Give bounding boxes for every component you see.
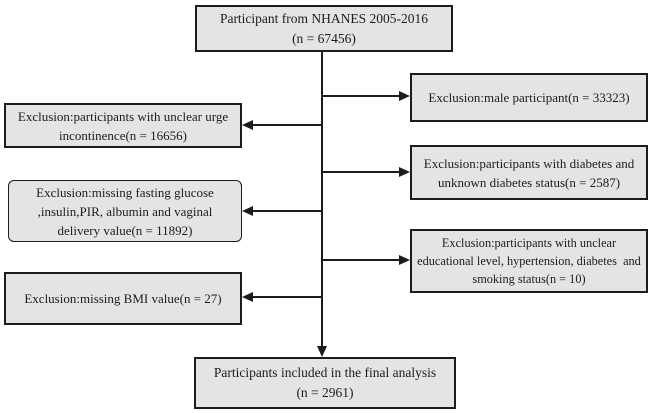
arrow-left-icon — [242, 120, 253, 130]
node-exclusion-missing-labs: Exclusion:missing fasting glucose ,insul… — [8, 180, 242, 242]
connector-branch-male — [322, 95, 399, 97]
connector-branch-urge-incontinence — [253, 124, 322, 126]
node-exclusion-urge-incontinence-label-line1: Exclusion:participants with unclear urge — [17, 108, 229, 124]
node-exclusion-male-label: Exclusion:male participant(n = 33323) — [428, 90, 630, 105]
arrow-right-icon — [399, 167, 410, 177]
connector-branch-missing-labs — [253, 210, 322, 212]
arrow-right-icon — [399, 91, 410, 101]
node-exclusion-urge-incontinence: Exclusion:participants with unclear urge… — [4, 103, 242, 148]
arrow-left-icon — [242, 206, 253, 216]
node-exclusion-missing-bmi-label: Exclusion:missing BMI value(n = 27) — [24, 291, 222, 306]
node-exclusion-diabetes-status-label-line1: Exclusion:participants with diabetes and — [423, 155, 635, 171]
arrow-left-icon — [242, 292, 253, 302]
node-source-count: (n = 67456) — [292, 30, 356, 46]
arrow-right-icon — [399, 255, 410, 265]
node-exclusion-unclear-covariates-label-line1: Exclusion:participants with unclear — [441, 236, 617, 250]
node-exclusion-diabetes-status-label-line2: unknown diabetes status(n = 2587) — [437, 174, 621, 190]
node-source-label: Participant from NHANES 2005-2016 — [219, 10, 429, 26]
connector-main-spine — [321, 52, 323, 347]
node-exclusion-unclear-covariates-label-line2: educational level, hypertension, diabete… — [417, 254, 641, 268]
connector-branch-diabetes-status — [322, 171, 399, 173]
node-exclusion-missing-labs-label-line3: delivery value(n = 11892) — [57, 222, 193, 238]
node-source: Participant from NHANES 2005-2016 (n = 6… — [195, 5, 453, 52]
node-final-label: Participants included in the final analy… — [213, 365, 437, 380]
node-exclusion-missing-bmi: Exclusion:missing BMI value(n = 27) — [4, 272, 242, 325]
node-final: Participants included in the final analy… — [194, 357, 456, 409]
connector-branch-missing-bmi — [253, 296, 322, 298]
node-exclusion-unclear-covariates-label-line3: smoking status(n = 10) — [472, 272, 586, 286]
node-exclusion-diabetes-status: Exclusion:participants with diabetes and… — [410, 145, 648, 200]
node-exclusion-male: Exclusion:male participant(n = 33323) — [410, 73, 648, 122]
node-exclusion-unclear-covariates: Exclusion:participants with unclear educ… — [410, 229, 648, 293]
node-exclusion-missing-labs-label-line1: Exclusion:missing fasting glucose — [36, 184, 214, 200]
arrow-down-icon — [317, 346, 327, 357]
connector-branch-unclear-covariates — [322, 259, 399, 261]
node-final-count: (n = 2961) — [296, 385, 354, 400]
node-exclusion-urge-incontinence-label-line2: incontinence(n = 16656) — [59, 127, 187, 143]
node-exclusion-missing-labs-label-line2: ,insulin,PIR, albumin and vaginal — [37, 203, 213, 219]
